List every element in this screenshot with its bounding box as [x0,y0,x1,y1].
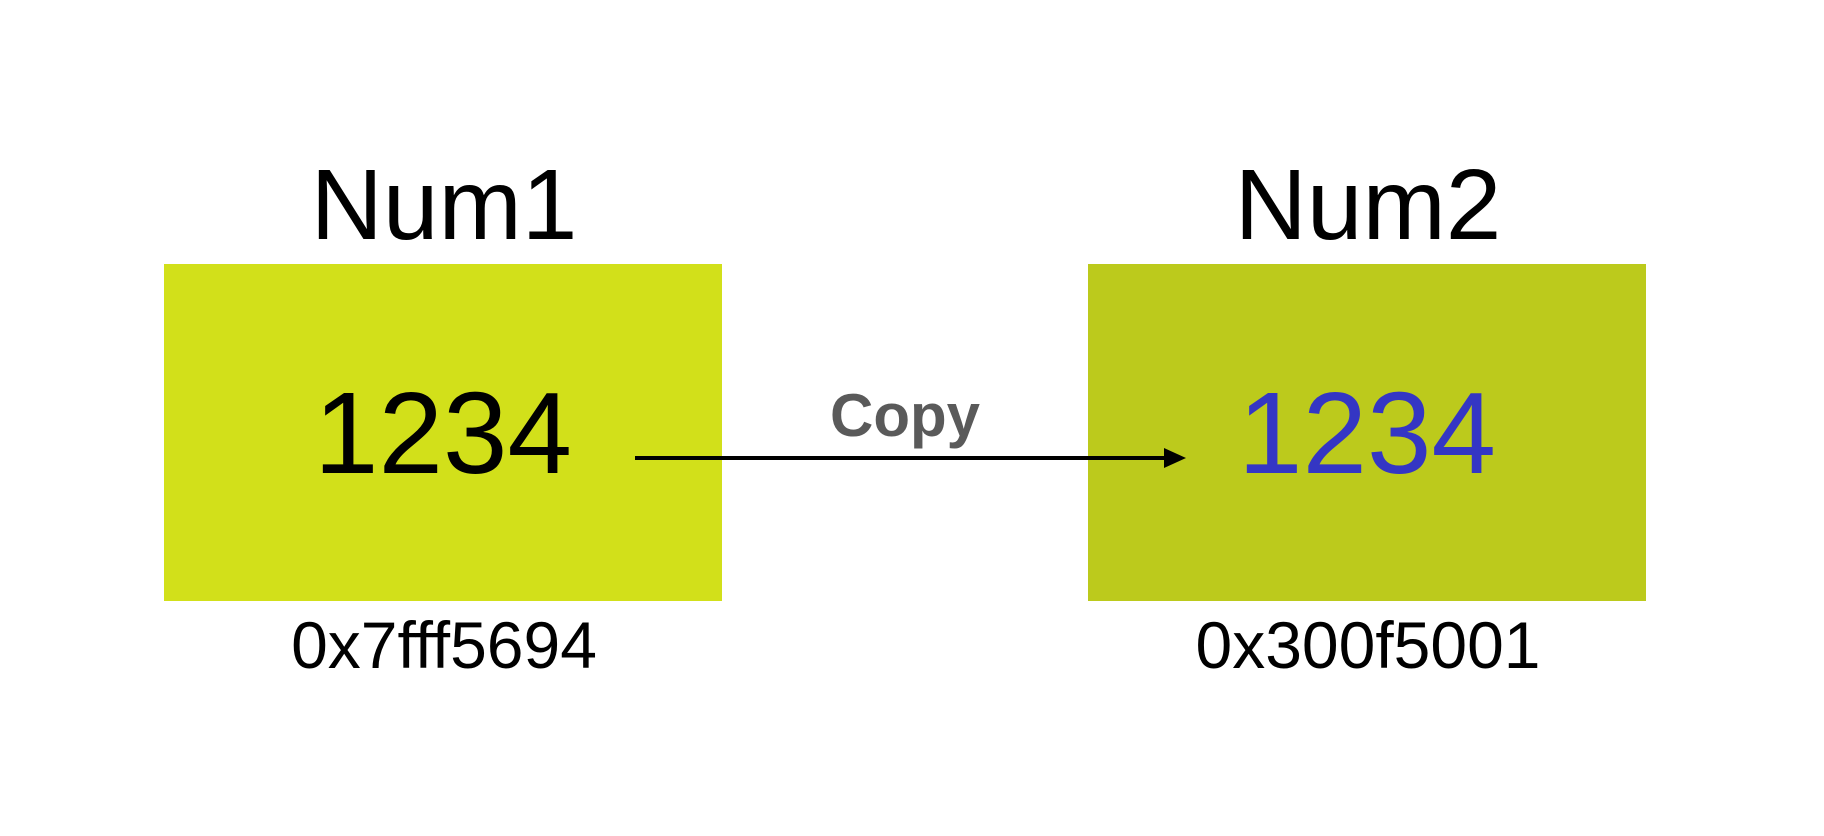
num1-label: Num1 [310,149,578,261]
num2-value: 1234 [1237,367,1497,498]
num2-label: Num2 [1234,149,1502,261]
copy-label: Copy [830,382,980,449]
copy-arrow-head [1164,448,1186,468]
num2-address: 0x300f5001 [1195,608,1541,682]
num1-address: 0x7fff5694 [291,608,597,682]
num1-value: 1234 [313,367,573,498]
num2-memory-box: 1234 [1088,264,1646,601]
num1-memory-box: 1234 [164,264,722,601]
